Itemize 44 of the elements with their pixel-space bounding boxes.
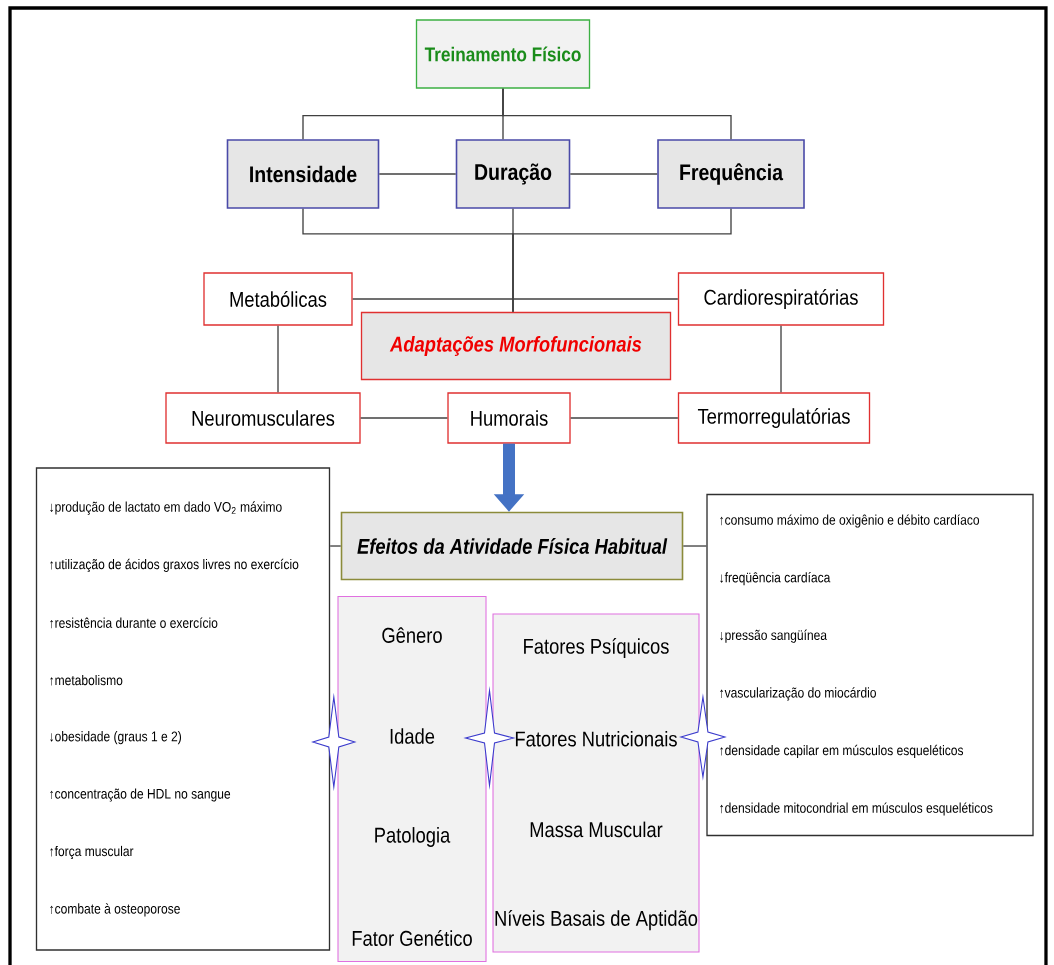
connector xyxy=(682,545,707,547)
list-item: ↑concentração de HDL no sangue xyxy=(50,788,231,802)
list-item: ↓freqüência cardíaca xyxy=(720,572,831,586)
factor-label: Massa Muscular xyxy=(530,821,663,838)
factor-label: Gênero xyxy=(382,627,442,643)
heading-box: Adaptações Morfofuncionais xyxy=(360,311,672,381)
connector xyxy=(378,173,457,175)
connector xyxy=(277,325,279,393)
list-item: ↓obesidade (graus 1 e 2) xyxy=(50,731,181,745)
process-box: Intensidade xyxy=(226,139,380,209)
heading-box: Efeitos da Atividade Física Habitual xyxy=(340,511,684,581)
factor-label: Fatores Nutricionais xyxy=(515,730,677,747)
factor-label: Fator Genético xyxy=(352,930,472,946)
category-box: Neuromusculares xyxy=(165,392,361,444)
factor-label: Patologia xyxy=(375,827,451,847)
list-item: ↓pressão sangüínea xyxy=(720,629,827,643)
list-item: ↑utilização de ácidos graxos livres no exercício xyxy=(50,558,299,573)
factor-label: Idade xyxy=(390,728,435,744)
connector xyxy=(502,88,732,140)
list-item: ↑resistência durante o exercício xyxy=(50,617,218,629)
connector xyxy=(780,325,782,393)
title-box: Treinamento Físico xyxy=(415,19,591,89)
factor-label: Fatores Psíquicos xyxy=(524,637,669,659)
list-item: ↑consumo máximo de oxigênio e débito cardíaco xyxy=(720,514,980,528)
category-box: Termorregulatórias xyxy=(677,392,871,444)
process-box: Frequência xyxy=(657,139,805,209)
connector xyxy=(512,208,732,313)
connector xyxy=(329,545,342,547)
factor-label: Níveis Basais de Aptidão xyxy=(495,910,698,931)
connector xyxy=(360,417,448,419)
category-box: Cardiorespiratórias xyxy=(677,272,885,326)
list-item: ↑densidade mitocondrial em músculos esqueléticos xyxy=(720,802,993,816)
category-box: Metabólicas xyxy=(203,272,353,326)
list-item: ↑força muscular xyxy=(50,845,134,859)
connector xyxy=(352,298,679,300)
connector xyxy=(569,173,658,175)
process-box: Duração xyxy=(455,139,571,209)
connector xyxy=(570,417,679,419)
category-box: Humorais xyxy=(447,392,571,444)
list-item: ↑densidade capilar em músculos esqueléticos xyxy=(720,744,964,758)
list-item: ↑metabolismo xyxy=(50,674,123,686)
list-item: ↑combate à osteoporose xyxy=(50,903,180,917)
list-item: ↑vascularização do miocárdio xyxy=(720,687,876,701)
list-item: ↓produção de lactato em dado VO$_{2}$ máximo xyxy=(50,501,282,515)
